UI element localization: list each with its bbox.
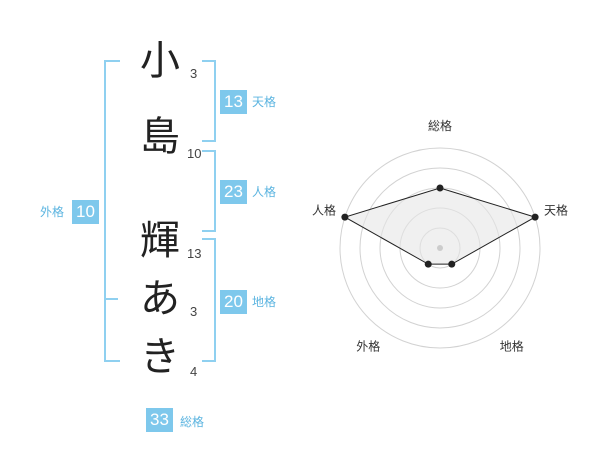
name-char-3: 輝 (140, 218, 180, 264)
name-char-5: き (140, 334, 180, 380)
radar-center-dot (437, 245, 443, 251)
stroke-count-2: 10 (187, 146, 202, 161)
gaikaku-label: 外格 (40, 205, 65, 219)
radar-axis-label-2: 天格 (544, 202, 568, 217)
stroke-count-5: 4 (190, 364, 198, 379)
stroke-count-3: 13 (187, 246, 202, 261)
tenkaku-label: 天格 (252, 95, 277, 109)
tenkaku-value-badge: 13 (220, 90, 247, 114)
radar-area (343, 187, 537, 265)
radar-axis-label-4: 外格 (356, 339, 380, 354)
gaikaku-value-badge: 10 (72, 200, 99, 224)
soukaku-label: 総格 (180, 415, 205, 429)
radar-ring-4 (359, 167, 521, 329)
chikaku-bracket (202, 238, 216, 362)
name-char-1: 小 (140, 38, 180, 84)
radar-point-5 (341, 213, 349, 221)
radar-point-2 (531, 213, 539, 221)
radar-point-4 (424, 260, 432, 268)
radar-points (341, 184, 539, 268)
radar-point-1 (436, 184, 444, 192)
chikaku-value-badge: 20 (220, 290, 247, 314)
stroke-count-4: 3 (190, 304, 198, 319)
tenkaku-bracket (202, 60, 216, 142)
soukaku-value-badge: 33 (146, 408, 173, 432)
name-char-2: 島 (140, 114, 180, 160)
gaikaku-bracket (104, 60, 120, 362)
gaikaku-bracket-mid-tick (104, 298, 118, 300)
name-char-4: あ (140, 276, 180, 322)
chikaku-label: 地格 (252, 295, 277, 309)
jinkaku-label: 人格 (252, 185, 277, 199)
jinkaku-bracket (202, 150, 216, 232)
radar-point-3 (448, 260, 456, 268)
radar-axis-label-5: 人格 (312, 202, 336, 217)
jinkaku-value-badge: 23 (220, 180, 247, 204)
radar-axis-label-1: 総格 (428, 118, 452, 133)
radar-ring-5 (339, 147, 541, 349)
stroke-count-1: 3 (190, 66, 198, 81)
radar-axis-label-3: 地格 (500, 339, 524, 354)
